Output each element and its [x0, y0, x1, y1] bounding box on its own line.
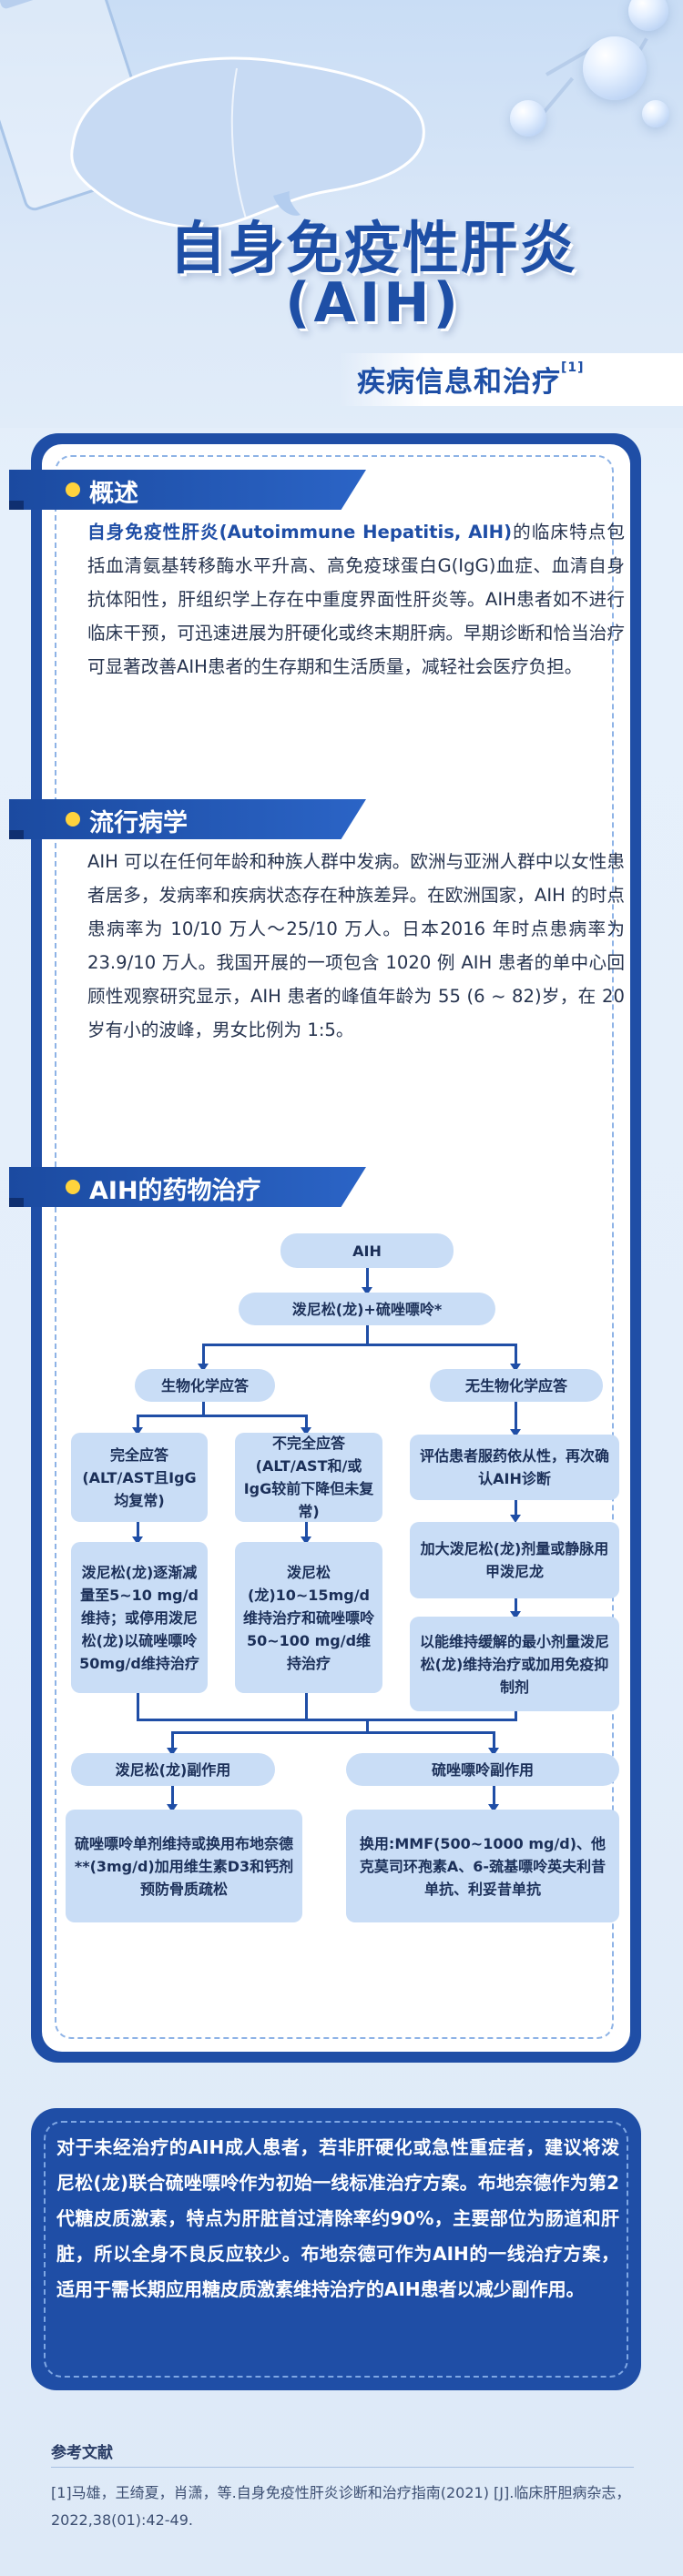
flow-node-bio-response: 生物化学应答 — [135, 1369, 275, 1402]
flow-node-evaluate: 评估患者服药依从性，再次确认AIH诊断 — [410, 1435, 619, 1500]
references-title: 参考文献 — [51, 2444, 113, 2462]
liver-illustration — [70, 56, 425, 229]
molecule-icon — [628, 0, 668, 31]
section-title-epidemiology: 流行病学 — [89, 809, 188, 837]
overview-highlight: 自身免疫性肝炎(Autoimmune Hepatitis, AIH) — [87, 522, 513, 543]
flow-node-pred-side-detail: 硫唑嘌呤单剂维持或换用布地奈德**(3mg/d)加用维生素D3和钙剂预防骨质疏松 — [66, 1810, 302, 1922]
summary-card — [31, 2108, 641, 2390]
epidemiology-paragraph: AIH 可以在任何年龄和种族人群中发病。欧洲与亚洲人群中以女性患者居多，发病率和… — [87, 851, 625, 1040]
flow-node-aza-side: 硫唑嘌呤副作用 — [346, 1753, 619, 1786]
bullet-dot-icon — [66, 812, 80, 827]
molecule-icon — [510, 100, 546, 137]
section-title-overview: 概述 — [89, 480, 138, 508]
reference-item: [1]马雄，王绮夏，肖潇，等.自身免疫性肝炎诊断和治疗指南(2021) [J].… — [51, 2484, 631, 2529]
page-title-abbrev: (AIH) — [285, 271, 462, 335]
summary-text: 对于未经治疗的AIH成人患者，若非肝硬化或急性重症者，建议将泼尼松(龙)联合硫唑… — [56, 2136, 619, 2300]
molecule-icon — [642, 100, 669, 127]
section-header-bar — [9, 470, 366, 510]
flow-node-maintain: 泼尼松(龙)10~15mg/d维持治疗和硫唑嘌呤50~100 mg/d维持治疗 — [235, 1542, 382, 1693]
flow-node-increase: 加大泼尼松(龙)剂量或静脉用甲泼尼龙 — [410, 1522, 619, 1598]
section-header-bar — [9, 799, 366, 839]
page-subtitle: 疾病信息和治疗[1] — [357, 360, 585, 399]
bullet-dot-icon — [66, 1180, 80, 1194]
flow-node-minimal: 以能维持缓解的最小剂量泼尼松(龙)维持治疗或加用免疫抑制剂 — [410, 1617, 619, 1711]
flow-node-pred-side: 泼尼松(龙)副作用 — [71, 1753, 275, 1786]
reference-marker: [1] — [561, 360, 585, 375]
flow-node-taper: 泼尼松(龙)逐渐减量至5~10 mg/d维持；或停用泼尼松(龙)以硫唑嘌呤50m… — [71, 1542, 208, 1693]
flow-node-incomplete: 不完全应答(ALT/AST和/或IgG较前下降但未复常) — [235, 1433, 382, 1522]
flow-node-aza-side-detail: 换用:MMF(500~1000 mg/d)、他克莫司环孢素A、6-巯基嘌呤英夫利… — [346, 1810, 619, 1922]
divider — [51, 2467, 634, 2468]
flow-node-root: AIH — [280, 1233, 454, 1268]
flow-node-complete: 完全应答(ALT/AST且IgG均复常) — [71, 1433, 208, 1522]
section-title-treatment: AIH的药物治疗 — [89, 1177, 261, 1205]
subtitle-band — [339, 353, 683, 406]
flow-node-no-response: 无生物化学应答 — [430, 1369, 603, 1402]
overview-paragraph: 自身免疫性肝炎(Autoimmune Hepatitis, AIH)的临床特点包… — [87, 522, 626, 677]
flow-node-initial: 泼尼松(龙)+硫唑嘌呤* — [239, 1293, 495, 1325]
molecule-icon — [583, 36, 647, 100]
bullet-dot-icon — [66, 482, 80, 497]
page-title: 自身免疫性肝炎 — [168, 215, 577, 281]
